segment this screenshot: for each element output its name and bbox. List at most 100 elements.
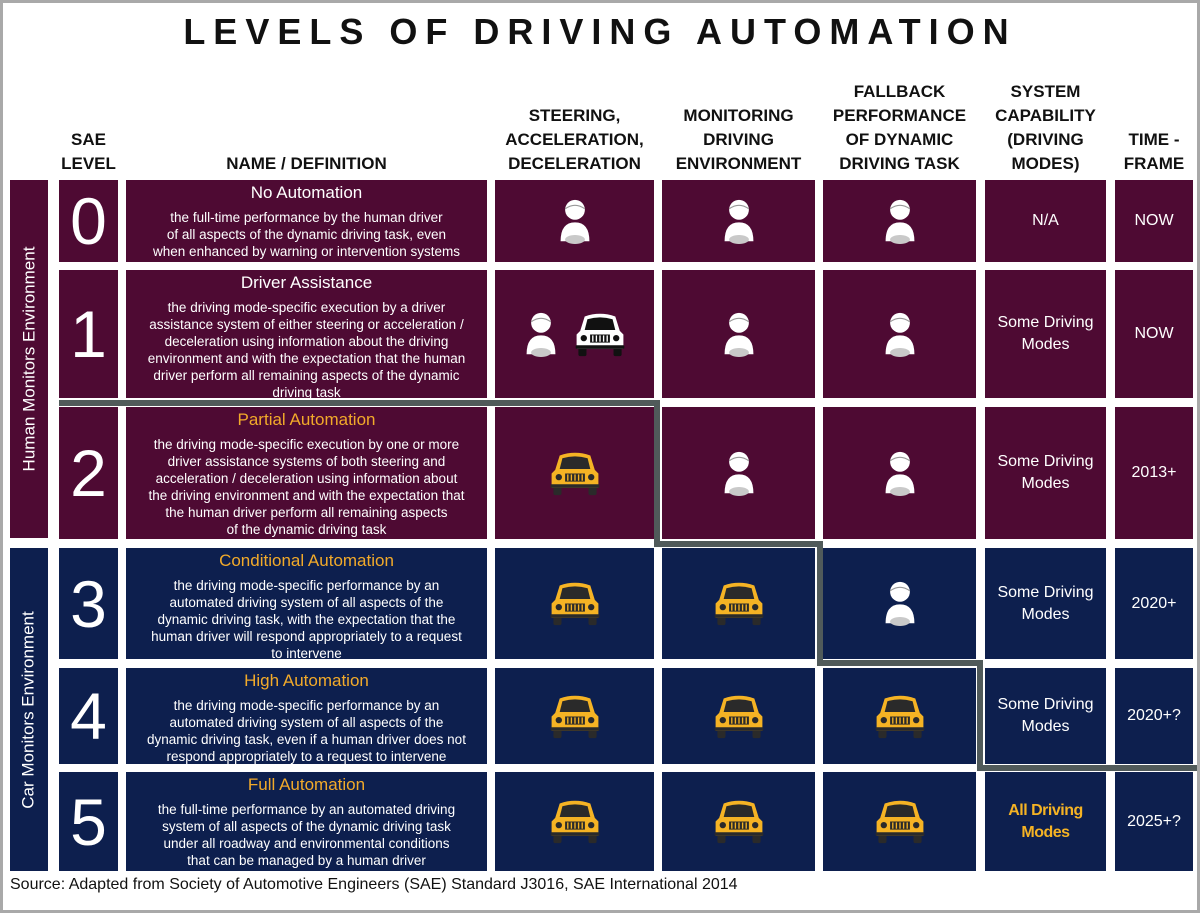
level-name: No Automation xyxy=(250,183,363,202)
human-driver-icon xyxy=(885,312,914,357)
fallback-cell xyxy=(823,270,976,398)
definition-line: environment and with the expectation tha… xyxy=(147,351,466,366)
level-name: High Automation xyxy=(244,671,369,690)
definition-line: that can be managed by a human driver xyxy=(187,853,426,868)
definition-line: system of all aspects of the dynamic dri… xyxy=(162,819,451,834)
capability-line: All Driving xyxy=(1008,801,1083,819)
definition-line: deceleration using information about the… xyxy=(164,334,449,349)
band-car-monitors: Car Monitors Environment xyxy=(10,548,48,871)
human-driver-icon xyxy=(724,199,753,244)
human-driver-icon xyxy=(526,312,555,357)
definition-line: the full-time performance by the human d… xyxy=(170,210,443,225)
steering-cell xyxy=(495,180,654,262)
header-line: STEERING, xyxy=(528,106,621,125)
band-human-label: Human Monitors Environment xyxy=(19,246,38,472)
definition-line: driver assistance systems of both steeri… xyxy=(167,454,446,469)
header-steering: STEERING,ACCELERATION,DECELERATION xyxy=(485,60,664,176)
capability-line: Modes xyxy=(1021,823,1070,841)
definition-line: when enhanced by warning or intervention… xyxy=(153,244,460,259)
timeframe-text: NOW xyxy=(1134,325,1174,342)
page-title: LEVELS OF DRIVING AUTOMATION xyxy=(183,11,1017,52)
monitoring-icons xyxy=(712,580,766,627)
car-icon xyxy=(714,695,763,738)
steering-cell xyxy=(495,668,654,764)
car-icon xyxy=(550,800,599,844)
definition-line: dynamic driving task, with the expectati… xyxy=(157,612,456,627)
fallback-cell xyxy=(823,772,976,871)
definition-line: of the dynamic driving task xyxy=(226,522,387,537)
definition-line: of all aspects of the dynamic driving ta… xyxy=(166,227,447,242)
capability-line: Modes xyxy=(1021,475,1070,492)
human-driver-icon xyxy=(724,312,753,357)
fallback-cell xyxy=(823,180,976,262)
level-cell: 2 xyxy=(59,407,118,539)
capability-line: Some Driving xyxy=(997,314,1094,331)
capability-line: Modes xyxy=(1021,605,1070,623)
level-number: 3 xyxy=(70,566,107,641)
header-line: OF DYNAMIC xyxy=(845,130,954,149)
level-number: 2 xyxy=(70,436,107,510)
timeframe-text: NOW xyxy=(1134,212,1174,229)
capability-line: Some Driving xyxy=(997,453,1094,470)
timeframe-cell: NOW xyxy=(1115,180,1193,262)
steering-cell xyxy=(495,772,654,871)
level-number: 1 xyxy=(70,297,107,371)
header-line: FALLBACK xyxy=(853,82,946,101)
definition-line: driver perform all remaining aspects of … xyxy=(153,368,460,383)
car-icon xyxy=(875,695,924,738)
steering-cell xyxy=(495,270,654,398)
timeframe-cell: 2025+? xyxy=(1115,772,1193,871)
car-icon xyxy=(714,582,763,626)
fallback-icons xyxy=(882,198,918,245)
fallback-cell xyxy=(823,407,976,539)
header-timeframe: TIME -FRAME xyxy=(1105,60,1200,176)
human-driver-icon xyxy=(885,451,914,496)
level-definition: the driving mode-specific execution by a… xyxy=(146,299,467,401)
steering-cell xyxy=(495,548,654,659)
responsibility-divider xyxy=(59,400,659,406)
steering-cell xyxy=(495,407,654,539)
timeframe-text: 2020+? xyxy=(1127,707,1181,724)
header-line: CAPABILITY xyxy=(995,106,1096,125)
level-definition: the driving mode-specific performance by… xyxy=(149,577,464,662)
human-driver-icon xyxy=(885,199,914,244)
monitoring-cell xyxy=(662,548,815,659)
monitoring-icons xyxy=(721,311,757,358)
monitoring-cell xyxy=(662,180,815,262)
fallback-icons xyxy=(882,311,918,358)
monitoring-cell xyxy=(662,668,815,764)
definition-line: human driver will respond appropriately … xyxy=(151,629,462,644)
header-line: ENVIRONMENT xyxy=(675,154,802,173)
fallback-icons xyxy=(882,450,918,497)
definition-cell: No Automation the full-time performance b… xyxy=(126,180,487,262)
level-cell: 5 xyxy=(59,772,118,871)
level-number: 0 xyxy=(70,184,107,258)
timeframe-cell: NOW xyxy=(1115,270,1193,398)
monitoring-cell xyxy=(662,407,815,539)
level-cell: 4 xyxy=(59,668,118,764)
header-line: PERFORMANCE xyxy=(832,106,967,125)
header-line: DRIVING TASK xyxy=(839,154,960,173)
monitoring-icons xyxy=(721,198,757,245)
fallback-icons xyxy=(873,798,927,845)
capability-line: Modes xyxy=(1021,718,1070,735)
level-name: Partial Automation xyxy=(237,410,376,429)
car-white-icon xyxy=(575,313,624,356)
definition-line: assistance system of either steering or … xyxy=(149,317,464,332)
human-driver-icon xyxy=(560,199,589,244)
definition-line: driving task xyxy=(272,385,341,400)
definition-line: to intervene xyxy=(271,646,342,661)
definition-line: the human driver perform all remaining a… xyxy=(165,505,448,520)
